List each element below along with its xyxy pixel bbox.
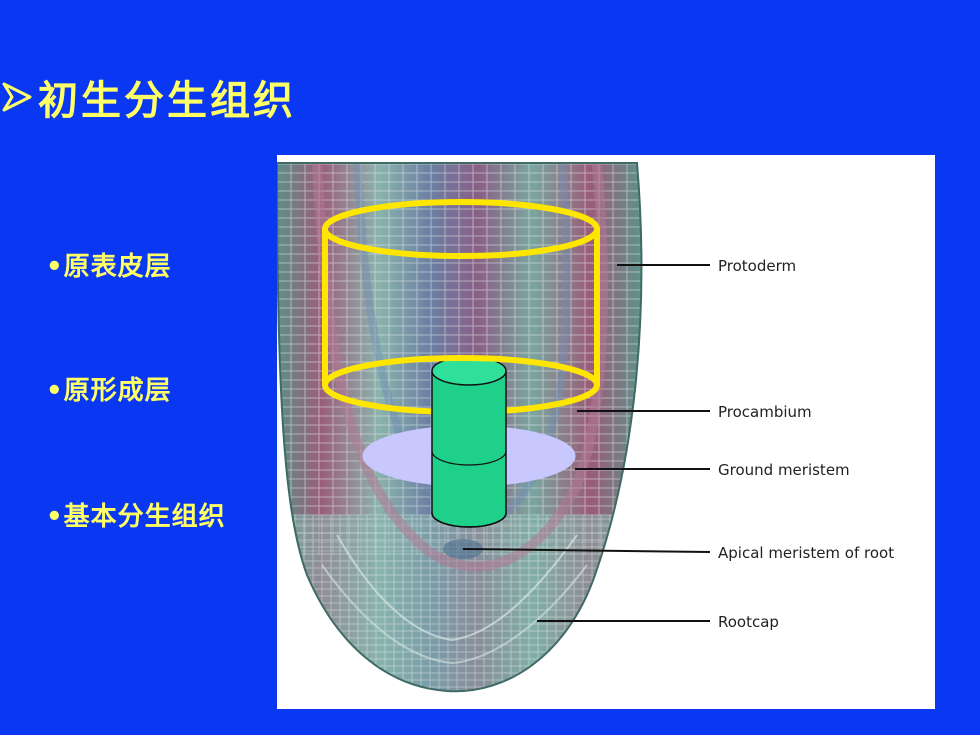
bullet-protoderm: •原表皮层 — [46, 252, 172, 282]
leader-lines — [462, 264, 711, 622]
bullet-ground-meristem: •基本分生组织 — [46, 502, 226, 532]
procambium-cylinder — [431, 356, 507, 528]
root-tip-figure: Protoderm Procambium Ground meristem Api… — [277, 155, 935, 709]
apical-meristem-leader-line — [462, 548, 711, 553]
protoderm-cylinder-bottom-back — [322, 355, 600, 386]
label-ground-meristem: Ground meristem — [718, 461, 850, 479]
slide-title: 初生分生组织 — [0, 70, 296, 124]
label-protoderm: Protoderm — [718, 257, 796, 275]
label-rootcap: Rootcap — [718, 613, 779, 631]
slide-title-text: 初生分生组织 — [38, 77, 296, 124]
arrowhead-icon — [2, 82, 32, 112]
root-tip-diagram: Protoderm Procambium Ground meristem Api… — [277, 162, 894, 693]
protoderm-cylinder — [322, 199, 600, 415]
procambium-disc-intersection — [431, 450, 507, 466]
figure-labels: Protoderm Procambium Ground meristem Api… — [718, 257, 894, 631]
label-apical-meristem: Apical meristem of root — [718, 544, 894, 562]
label-procambium: Procambium — [718, 403, 812, 421]
bullet-procambium: •原形成层 — [46, 376, 172, 406]
